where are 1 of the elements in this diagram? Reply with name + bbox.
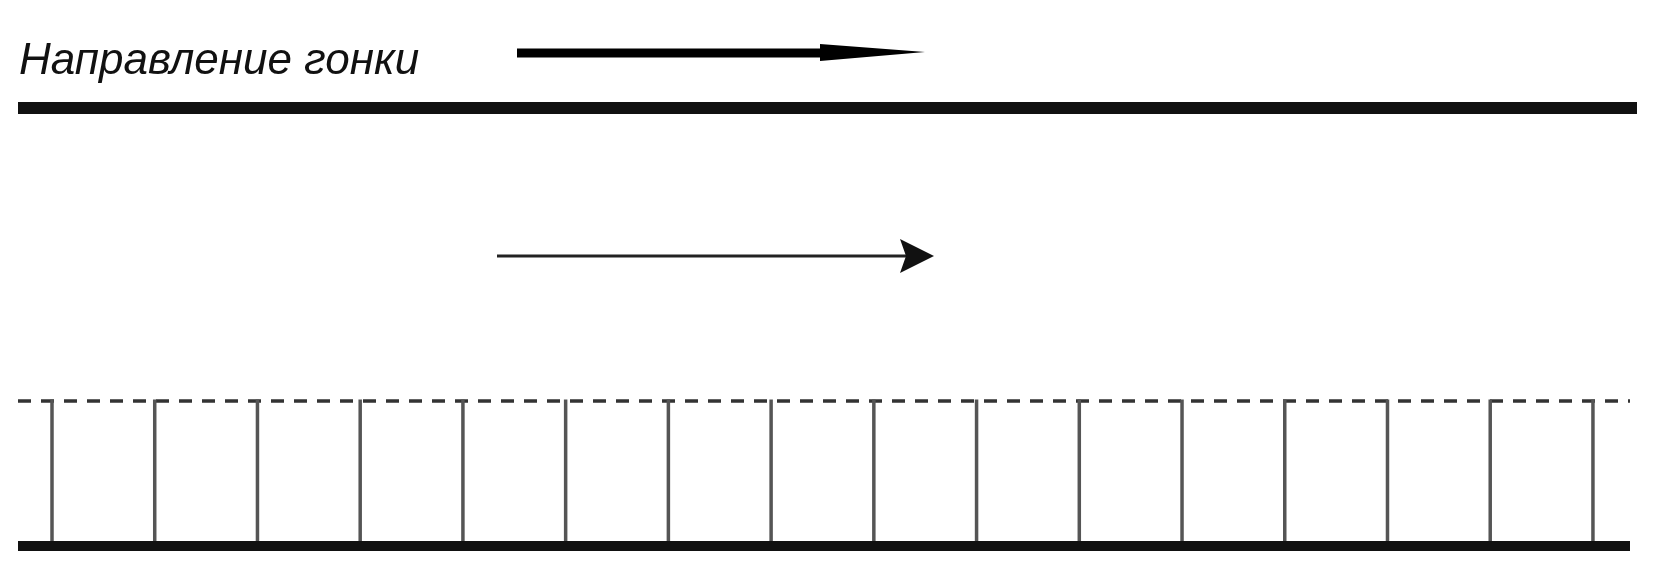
race-direction-label: Направление гонки	[19, 34, 420, 84]
